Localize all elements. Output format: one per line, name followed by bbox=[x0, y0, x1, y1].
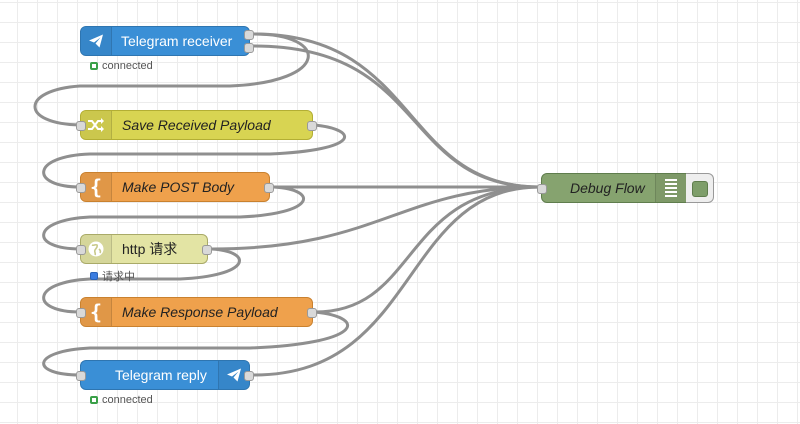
input-port[interactable] bbox=[76, 121, 86, 131]
node-status: connected bbox=[90, 394, 153, 406]
wire-postbody-to-http[interactable] bbox=[42, 185, 305, 251]
input-port[interactable] bbox=[76, 371, 86, 381]
brace-glyph: { bbox=[89, 300, 103, 324]
wire-receiver-to-save[interactable] bbox=[33, 32, 310, 127]
wire-save-to-postbody[interactable] bbox=[42, 123, 346, 189]
output-port[interactable] bbox=[264, 183, 274, 193]
curly-brace-icon: { bbox=[81, 173, 112, 201]
wire-http-to-debug[interactable] bbox=[210, 185, 542, 251]
curly-brace-icon: { bbox=[81, 298, 112, 326]
status-ring-icon bbox=[90, 396, 98, 404]
input-port[interactable] bbox=[76, 308, 86, 318]
telegram-send-icon bbox=[218, 361, 249, 389]
output-port[interactable] bbox=[307, 308, 317, 318]
status-dot-icon bbox=[90, 272, 98, 280]
input-port[interactable] bbox=[537, 184, 547, 194]
node-label: Telegram reply bbox=[115, 367, 207, 383]
output-port[interactable] bbox=[307, 121, 317, 131]
input-port[interactable] bbox=[76, 245, 86, 255]
status-text: connected bbox=[102, 394, 153, 406]
wire-response-to-reply[interactable] bbox=[42, 310, 349, 377]
status-text: connected bbox=[102, 60, 153, 72]
status-text: 请求中 bbox=[102, 271, 135, 283]
status-ring-icon bbox=[90, 62, 98, 70]
node-label: http 请求 bbox=[122, 241, 178, 257]
debug-toggle-button[interactable] bbox=[686, 173, 714, 203]
output-port[interactable] bbox=[244, 371, 254, 381]
node-label: Make Response Payload bbox=[122, 304, 278, 320]
output-port[interactable] bbox=[244, 30, 254, 40]
make-post-body-node[interactable]: { Make POST Body bbox=[76, 172, 274, 202]
telegram-send-icon bbox=[81, 27, 112, 55]
shuffle-icon bbox=[81, 111, 112, 139]
http-request-node[interactable]: http 请求 bbox=[76, 234, 212, 264]
wire-http-to-response[interactable] bbox=[42, 247, 242, 314]
wire-response-to-debug[interactable] bbox=[313, 185, 542, 314]
globe-icon bbox=[81, 235, 112, 263]
input-port[interactable] bbox=[76, 183, 86, 193]
node-label: Telegram receiver bbox=[121, 33, 233, 49]
output-port[interactable] bbox=[244, 43, 254, 53]
node-label: Debug Flow bbox=[570, 180, 645, 196]
wire-reply-to-debug[interactable] bbox=[252, 185, 542, 377]
save-received-payload-node[interactable]: Save Received Payload bbox=[76, 110, 317, 140]
wire-receiver2-to-debug[interactable] bbox=[252, 44, 542, 189]
debug-toggle-indicator bbox=[692, 181, 708, 197]
output-port[interactable] bbox=[202, 245, 212, 255]
make-response-payload-node[interactable]: { Make Response Payload bbox=[76, 297, 317, 327]
debug-flow-node[interactable]: Debug Flow bbox=[537, 173, 687, 203]
brace-glyph: { bbox=[89, 175, 103, 199]
telegram-reply-node[interactable]: Telegram reply bbox=[76, 360, 254, 390]
node-label: Save Received Payload bbox=[122, 117, 271, 133]
node-label: Make POST Body bbox=[122, 179, 235, 195]
node-status: connected bbox=[90, 60, 153, 72]
node-status: 请求中 bbox=[90, 268, 135, 284]
list-icon bbox=[655, 174, 686, 202]
telegram-receiver-node[interactable]: Telegram receiver bbox=[80, 26, 254, 56]
